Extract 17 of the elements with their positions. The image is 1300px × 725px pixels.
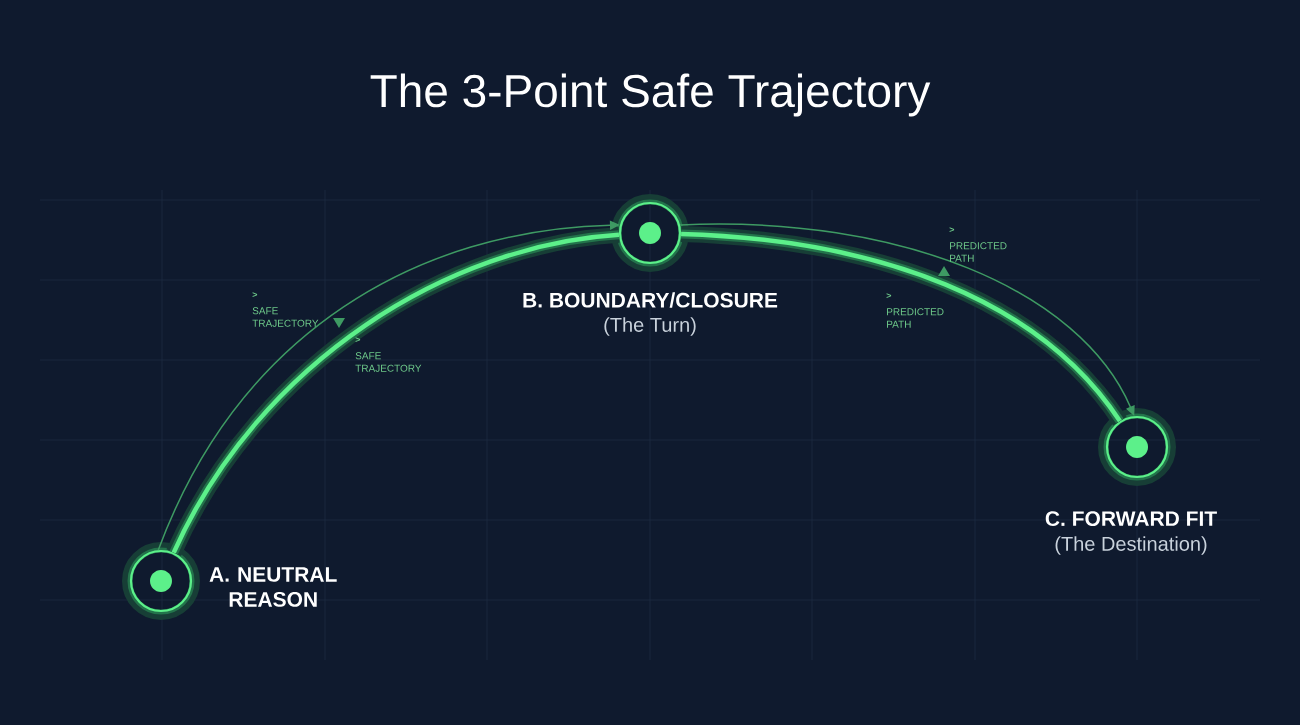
node-circle (122, 542, 200, 620)
path-label: SAFE TRAJECTORY (355, 352, 422, 372)
path-label: PREDICTED PATH (887, 308, 944, 328)
node-title: C. FORWARD FIT (1045, 511, 1217, 527)
chevron: > (886, 293, 892, 299)
node-title: A. NEUTRAL REASON (209, 567, 337, 607)
title: The 3-Point Safe Trajectory (370, 73, 931, 117)
node-circle (1098, 408, 1176, 486)
path-label: PREDICTED PATH (950, 242, 1007, 262)
node-subtitle: (The Turn) (604, 317, 696, 336)
node-title: B. BOUNDARY/CLOSURE (523, 292, 778, 308)
chevron: > (355, 337, 361, 343)
path-label: SAFE TRAJECTORY (252, 307, 319, 327)
chevron: > (949, 227, 955, 233)
node-subtitle: (The Destination) (1055, 536, 1207, 555)
chevron: > (252, 292, 258, 298)
node-circle (611, 194, 689, 272)
